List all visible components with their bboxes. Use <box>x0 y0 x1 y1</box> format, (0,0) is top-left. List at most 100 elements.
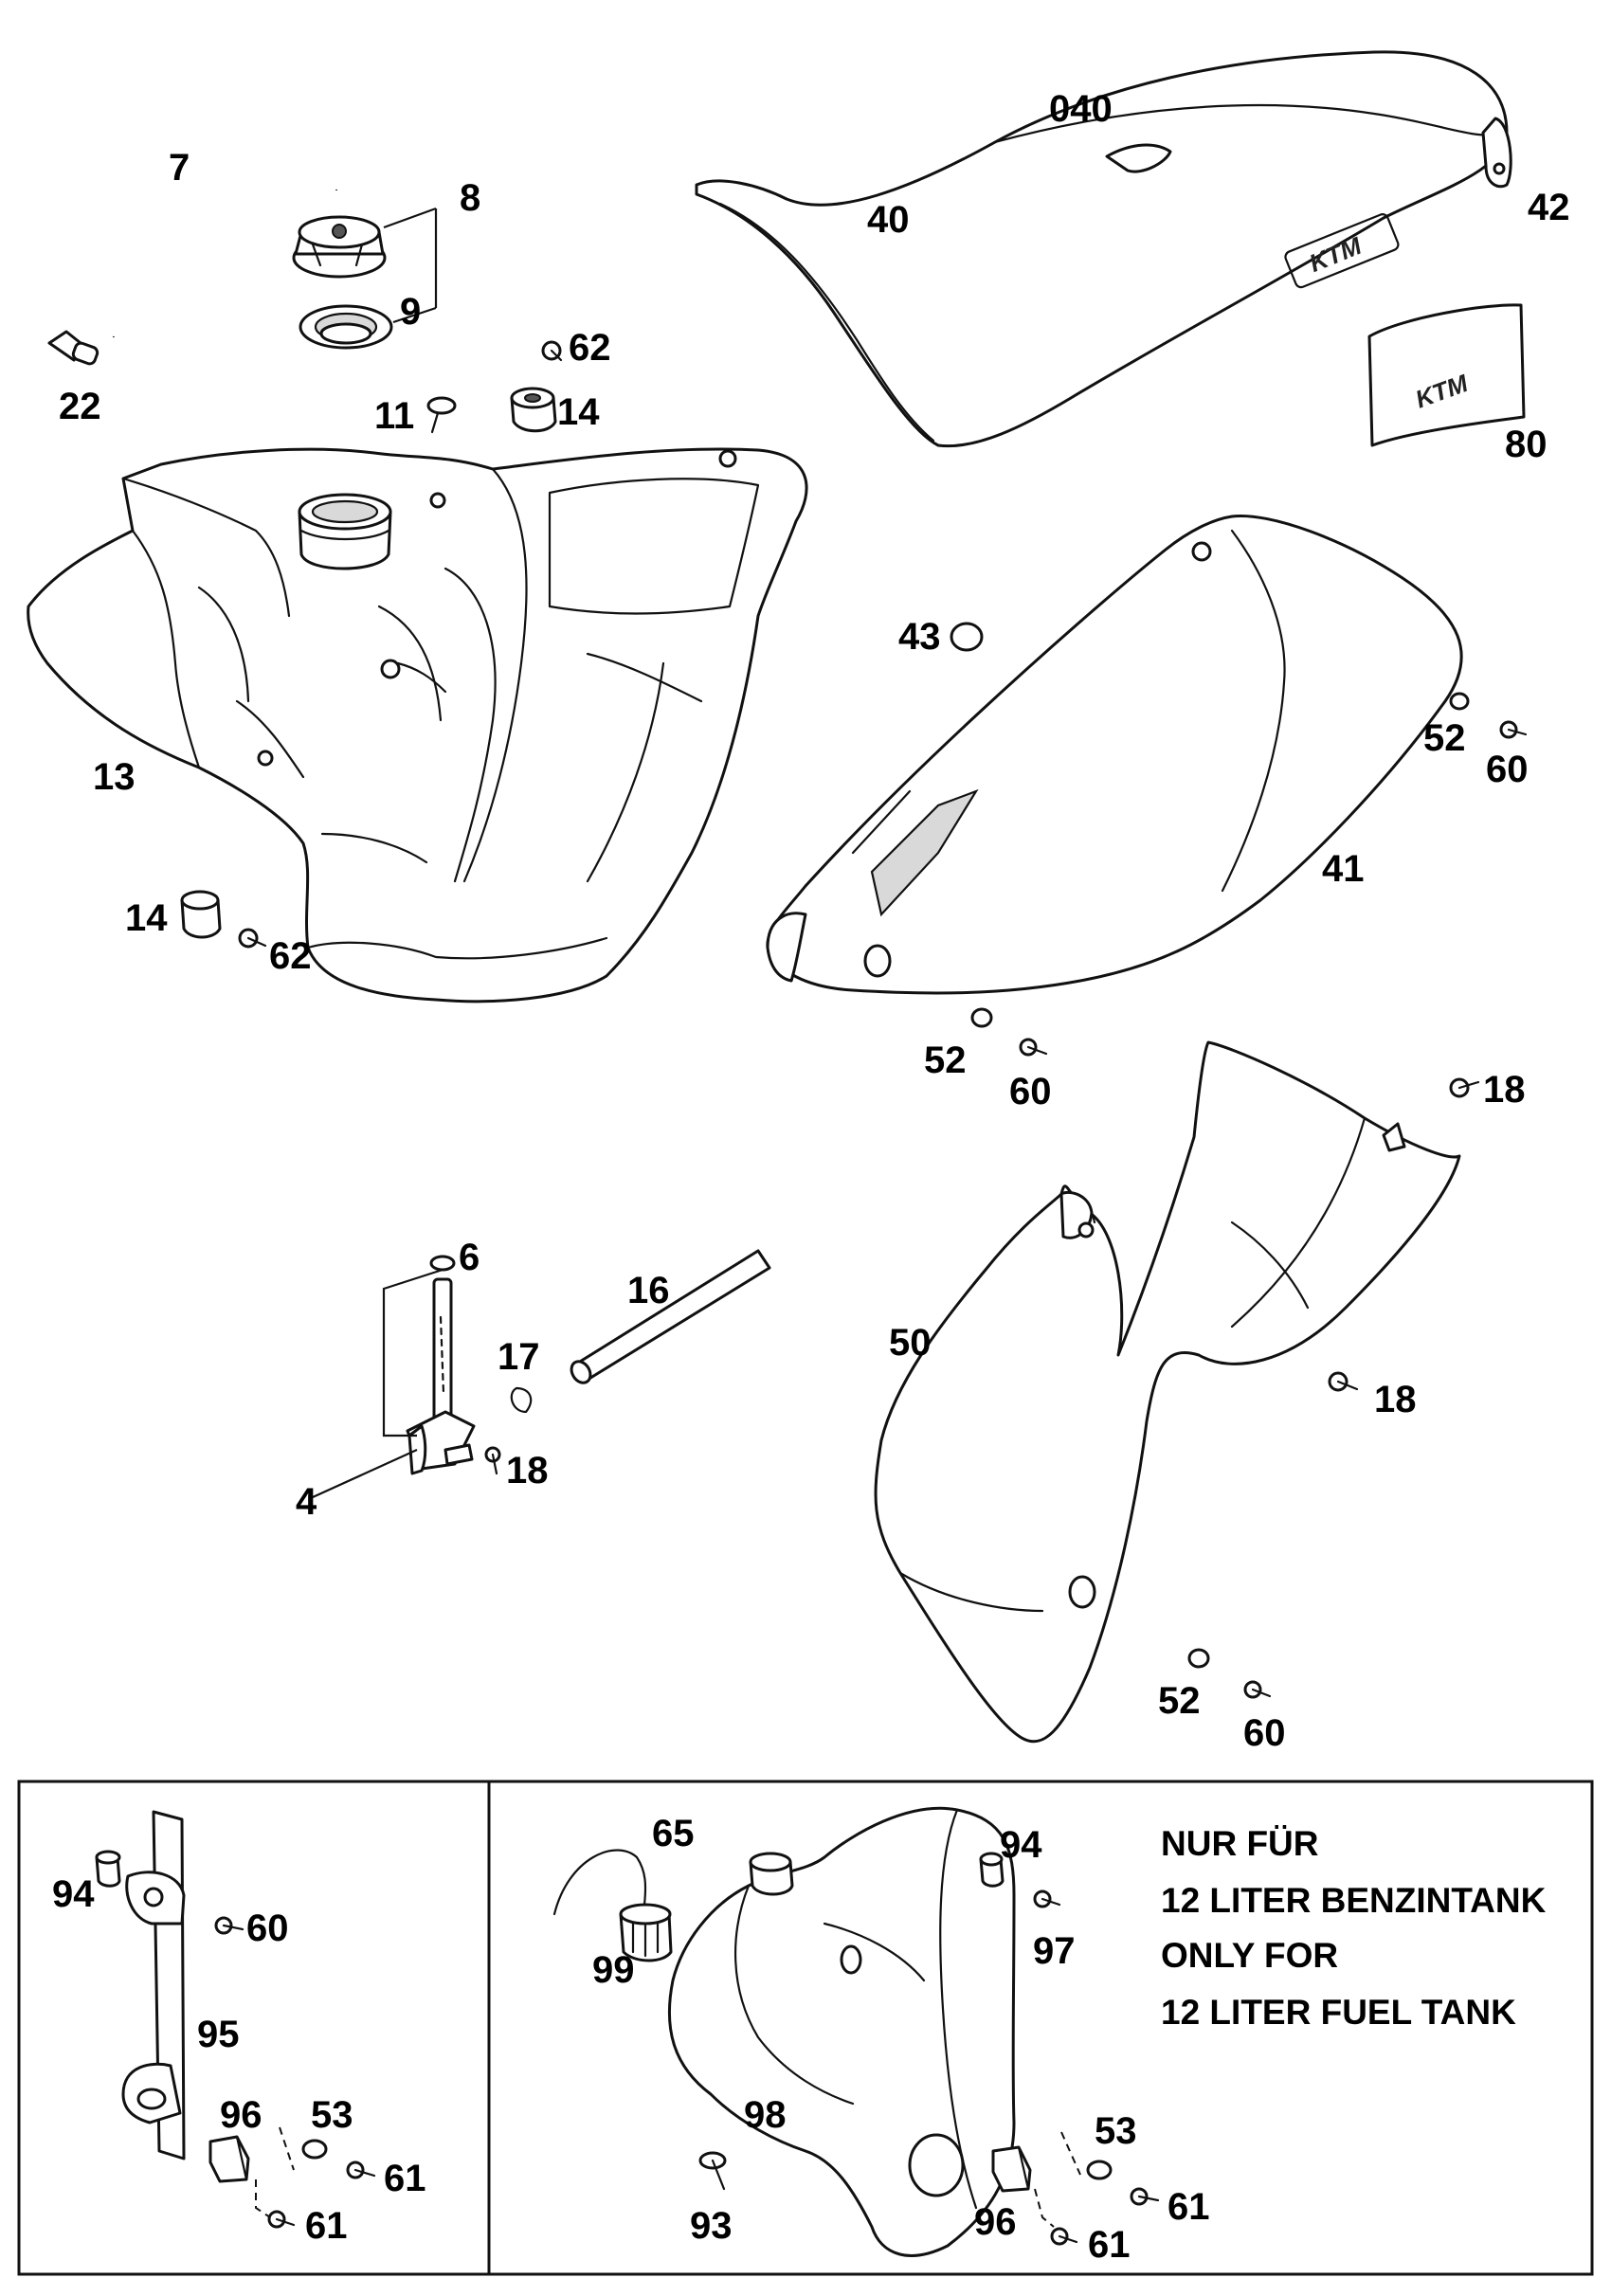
label-60-d: 60 <box>246 1907 289 1949</box>
cap-99 <box>619 1903 673 1962</box>
fuel-tank <box>27 447 808 1003</box>
label-14-left: 14 <box>125 897 168 939</box>
screw-62-top <box>541 340 563 362</box>
fuel-breather-hose <box>112 130 338 338</box>
label-18-a: 18 <box>1483 1069 1526 1111</box>
label-65: 65 <box>652 1813 695 1854</box>
clip-96-left <box>208 2135 250 2183</box>
cap-seal-ring <box>299 304 393 350</box>
label-61-c: 61 <box>1168 2186 1210 2228</box>
rubber-94-right <box>979 1852 1005 1888</box>
label-4: 4 <box>296 1481 317 1523</box>
label-61-d: 61 <box>1088 2224 1131 2266</box>
label-95: 95 <box>197 2014 240 2055</box>
seat: KTM <box>695 50 1512 448</box>
washer-52-a <box>1449 692 1470 711</box>
label-13: 13 <box>93 756 136 798</box>
screw-60-c <box>1243 1680 1272 1699</box>
label-62-top: 62 <box>569 327 611 369</box>
label-61-a: 61 <box>384 2158 426 2199</box>
fuel-tank-note: NUR FÜR 12 LITER BENZINTANK ONLY FOR 12 … <box>1161 1824 1547 2032</box>
label-7: 7 <box>169 147 190 189</box>
label-040: 040 <box>1049 88 1113 130</box>
screw-62-left <box>238 928 267 949</box>
auxiliary-fuel-tank <box>667 1806 1016 2257</box>
label-22: 22 <box>59 386 101 427</box>
label-80: 80 <box>1505 424 1548 465</box>
side-cover <box>766 514 1463 995</box>
label-42: 42 <box>1528 187 1570 228</box>
label-98: 98 <box>744 2094 787 2136</box>
label-50: 50 <box>889 1322 932 1364</box>
label-94-right: 94 <box>1000 1824 1042 1866</box>
label-93: 93 <box>690 2205 733 2247</box>
screw-60-d <box>214 1916 244 1935</box>
clip-96-right <box>991 2145 1032 2193</box>
label-14-top: 14 <box>557 391 600 433</box>
label-11: 11 <box>374 395 414 437</box>
label-96-right: 96 <box>974 2201 1017 2243</box>
screw-11 <box>426 396 457 434</box>
washer-53-right <box>1086 2160 1113 2180</box>
label-17: 17 <box>498 1336 540 1378</box>
fuel-cap <box>292 215 387 279</box>
screw-61-b <box>267 2210 296 2229</box>
fuel-hose <box>570 1249 771 1384</box>
label-52-b: 52 <box>924 1040 967 1081</box>
hose-clip <box>510 1386 533 1414</box>
grommet-43 <box>950 622 984 652</box>
shroud-panel <box>874 1040 1461 1744</box>
label-40: 40 <box>867 199 910 241</box>
label-52-c: 52 <box>1158 1680 1201 1722</box>
screw-18-b <box>484 1446 501 1475</box>
bushing-14-left <box>180 890 222 939</box>
washer-53-left <box>301 2139 328 2160</box>
label-61-b: 61 <box>305 2205 348 2247</box>
note-line-3: ONLY FOR <box>1161 1936 1338 1975</box>
petcock-o-ring <box>429 1255 456 1272</box>
screw-18-c <box>1328 1371 1359 1392</box>
screw-61-d <box>1050 2227 1078 2246</box>
washer-52-b <box>970 1007 993 1028</box>
label-60-c: 60 <box>1243 1712 1286 1754</box>
label-94-left: 94 <box>52 1873 95 1915</box>
washer-52-c <box>1187 1648 1210 1669</box>
screw-60-b <box>1019 1038 1048 1057</box>
label-43: 43 <box>898 616 941 658</box>
breather-hose-65 <box>552 1849 647 1916</box>
label-8: 8 <box>460 177 480 219</box>
note-line-1: NUR FÜR <box>1161 1824 1318 1863</box>
label-97: 97 <box>1033 1930 1076 1972</box>
label-53-left: 53 <box>311 2094 353 2136</box>
inset-box-right <box>487 1780 1594 2276</box>
fuel-petcock <box>406 1277 476 1475</box>
note-line-4: 12 LITER FUEL TANK <box>1161 1993 1516 2032</box>
screw-61-c <box>1130 2187 1160 2206</box>
label-60-b: 60 <box>1009 1071 1052 1112</box>
stud-93 <box>698 2151 727 2191</box>
tank-bracket <box>121 1810 186 2160</box>
screw-60-a <box>1499 720 1528 739</box>
screw-97 <box>1033 1889 1061 1908</box>
label-18-c: 18 <box>1374 1379 1417 1420</box>
screw-18-a <box>1449 1077 1480 1098</box>
hose-elbow-fitting <box>47 330 100 366</box>
label-6: 6 <box>459 1237 480 1278</box>
label-18-b: 18 <box>506 1450 549 1491</box>
rubber-94-left <box>95 1850 121 1888</box>
label-9: 9 <box>400 291 421 333</box>
label-41: 41 <box>1322 848 1365 890</box>
label-62-left: 62 <box>269 935 312 977</box>
label-99: 99 <box>592 1949 635 1991</box>
screw-61-a <box>346 2160 376 2179</box>
label-53-right: 53 <box>1095 2110 1137 2152</box>
label-96-left: 96 <box>220 2094 262 2136</box>
ktm-decal: KTM <box>1367 303 1526 447</box>
label-52-a: 52 <box>1423 717 1466 759</box>
inset-box-left <box>17 1780 491 2276</box>
bushing-14-top <box>510 387 557 433</box>
note-line-2: 12 LITER BENZINTANK <box>1161 1881 1547 1920</box>
label-60-a: 60 <box>1486 749 1529 790</box>
label-16: 16 <box>627 1270 670 1311</box>
